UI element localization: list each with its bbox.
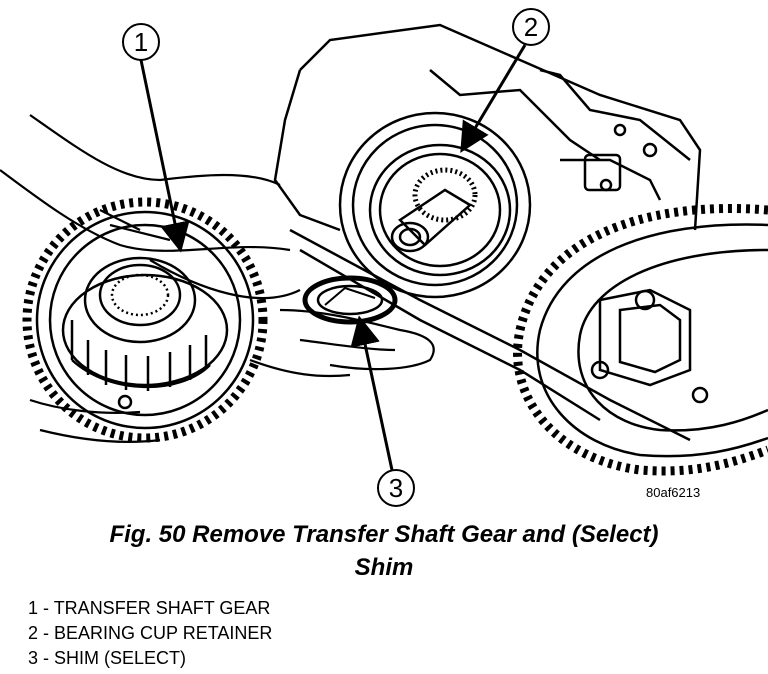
legend-text: BEARING CUP RETAINER [54,623,273,643]
select-shim [302,275,398,325]
legend-separator: - [38,648,55,668]
transaxle-case [273,23,702,442]
transfer-shaft-gear [22,197,268,443]
legend-item: 3 - SHIM (SELECT) [28,646,272,671]
legend-text: SHIM (SELECT) [54,648,187,668]
callout-3-number: 3 [389,473,403,503]
legend-number: 2 [28,623,39,643]
callout-3: 3 [350,315,415,507]
legend: 1 - TRANSFER SHAFT GEAR 2 - BEARING CUP … [28,596,272,671]
callout-2-number: 2 [524,12,538,42]
caption-line-1: Fig. 50 Remove Transfer Shaft Gear and (… [109,521,659,548]
legend-item: 2 - BEARING CUP RETAINER [28,621,272,646]
legend-text: TRANSFER SHAFT GEAR [53,598,271,618]
legend-separator: - [38,598,54,618]
legend-item: 1 - TRANSFER SHAFT GEAR [28,596,272,621]
bearing-cup-retainer [338,111,532,299]
callout-1: 1 [122,23,190,253]
figure-code: 80af6213 [646,485,700,500]
callout-1-number: 1 [134,27,148,57]
legend-number: 1 [28,598,39,618]
technical-illustration: 1 2 3 80af6213 [0,8,768,507]
legend-number: 3 [28,648,39,668]
figure-caption: Fig. 50 Remove Transfer Shaft Gear and (… [0,518,768,584]
callout-2: 2 [460,8,550,153]
caption-line-2: Shim [354,554,414,581]
differential-gear [513,204,768,476]
legend-separator: - [38,623,55,643]
